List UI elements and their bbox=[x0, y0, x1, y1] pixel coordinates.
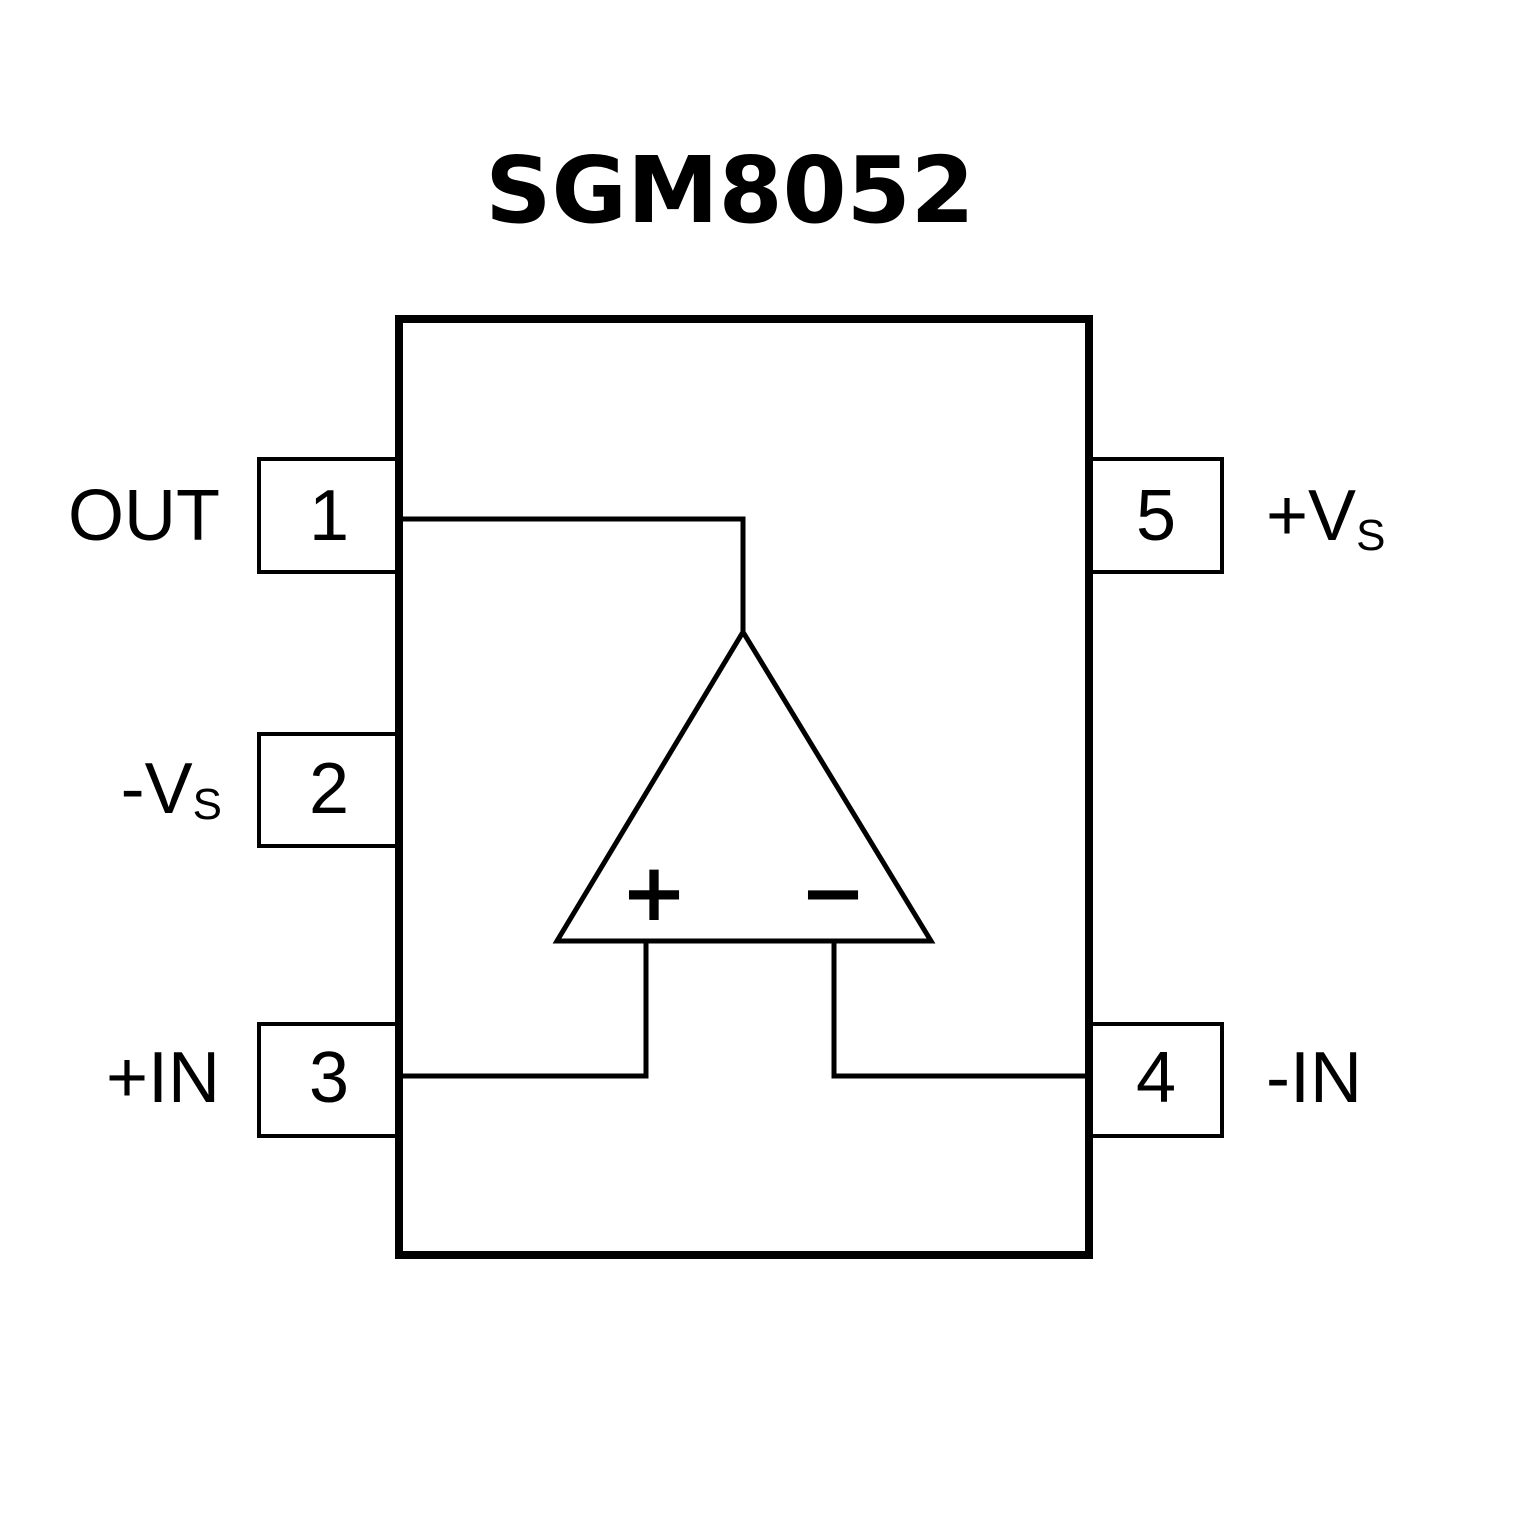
pin-4-number: 4 bbox=[1136, 1038, 1176, 1118]
pin-4-box bbox=[1089, 1022, 1224, 1138]
pin-2-subscript: S bbox=[193, 780, 222, 829]
pin-1-box bbox=[257, 457, 399, 574]
opamp-plus-sign: + bbox=[620, 846, 687, 939]
pin-5-label: +V bbox=[1266, 476, 1356, 556]
wire-noninverting-input bbox=[403, 941, 649, 1079]
opamp-minus-sign: − bbox=[799, 846, 866, 939]
pin-4-label: -IN bbox=[1266, 1038, 1362, 1118]
opamp-triangle bbox=[552, 627, 936, 944]
pin-2-label-group: -VS bbox=[121, 749, 222, 829]
pin-2-box bbox=[257, 732, 399, 848]
pin-5-subscript: S bbox=[1356, 511, 1385, 560]
chip-title: SGM8052 bbox=[485, 137, 974, 244]
package-body bbox=[395, 315, 1093, 1259]
pin-1-number: 1 bbox=[309, 476, 349, 556]
pin-5-box bbox=[1089, 457, 1224, 574]
pin-3-label: +IN bbox=[106, 1038, 220, 1118]
pin-3-box bbox=[257, 1022, 399, 1138]
wire-output bbox=[403, 516, 746, 632]
pin-3-number: 3 bbox=[309, 1038, 349, 1118]
pin-2-label: -V bbox=[121, 749, 193, 829]
pin-5-number: 5 bbox=[1136, 476, 1176, 556]
pin-2-number: 2 bbox=[309, 749, 349, 829]
pin-1-label: OUT bbox=[68, 476, 220, 556]
pin-5-label-group: +VS bbox=[1266, 476, 1385, 560]
wire-inverting-input bbox=[831, 941, 1085, 1079]
